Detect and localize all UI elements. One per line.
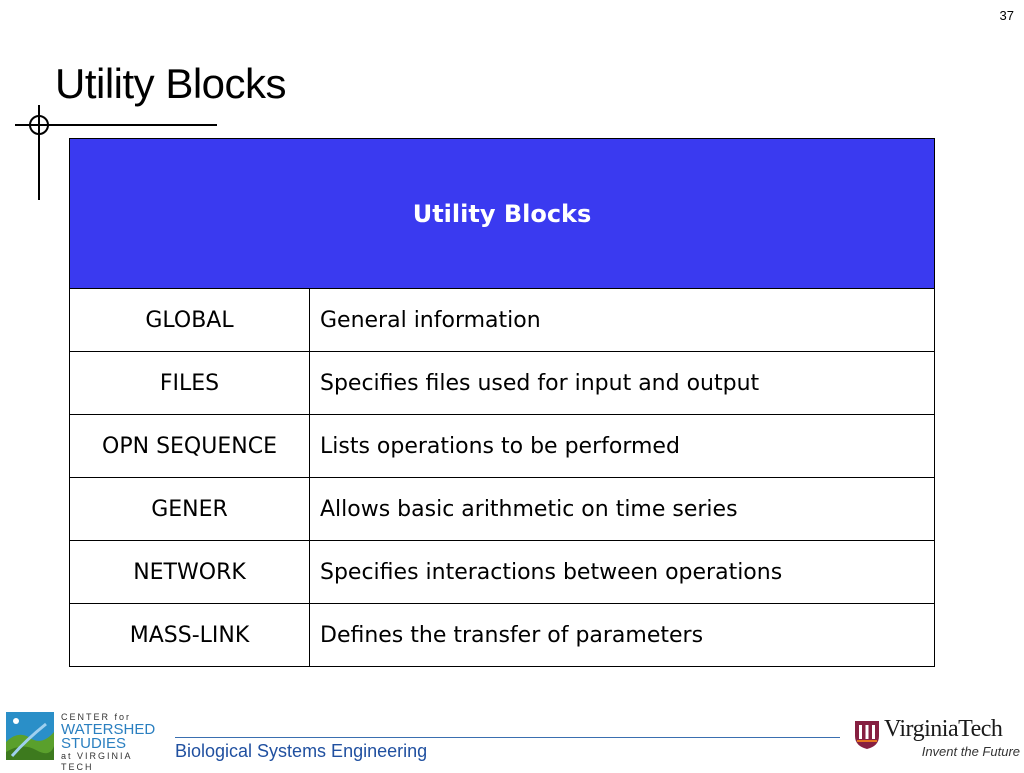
- table-row: OPN SEQUENCE Lists operations to be perf…: [69, 414, 935, 478]
- utility-blocks-table: Utility Blocks GLOBAL General informatio…: [69, 138, 935, 667]
- cws-logo-line1: CENTER for: [61, 712, 132, 722]
- footer-divider: [175, 737, 840, 738]
- page-title: Utility Blocks: [55, 60, 287, 107]
- crosshair-decoration-icon: [15, 105, 217, 200]
- cws-logo-line3: STUDIES: [61, 735, 127, 752]
- block-description: Specifies interactions between operation…: [309, 540, 935, 604]
- table-row: GENER Allows basic arithmetic on time se…: [69, 477, 935, 541]
- block-code: OPN SEQUENCE: [69, 414, 310, 478]
- cws-logo-line4: at VIRGINIA TECH: [61, 751, 133, 772]
- table-header-row: Utility Blocks: [69, 138, 935, 289]
- block-code: MASS-LINK: [69, 603, 310, 667]
- block-code: GENER: [69, 477, 310, 541]
- watershed-landscape-icon: [6, 712, 54, 760]
- cws-logo-line2: WATERSHED: [61, 721, 156, 738]
- table-row: MASS-LINK Defines the transfer of parame…: [69, 603, 935, 667]
- table-row: NETWORK Specifies interactions between o…: [69, 540, 935, 604]
- watershed-center-logo: CENTER for WATERSHED STUDIES at VIRGINIA…: [6, 712, 166, 772]
- table-row: GLOBAL General information: [69, 288, 935, 352]
- vt-shield-icon: [855, 721, 879, 749]
- vt-wordmark: VirginiaTech: [884, 716, 1003, 742]
- block-description: Allows basic arithmetic on time series: [309, 477, 935, 541]
- block-description: Specifies files used for input and outpu…: [309, 351, 935, 415]
- table-header: Utility Blocks: [69, 138, 935, 289]
- block-description: General information: [309, 288, 935, 352]
- virginia-tech-logo: VirginiaTech Invent the Future: [854, 716, 1022, 766]
- slide-number: 37: [999, 8, 1014, 23]
- block-description: Lists operations to be performed: [309, 414, 935, 478]
- block-code: NETWORK: [69, 540, 310, 604]
- block-code: FILES: [69, 351, 310, 415]
- department-name: Biological Systems Engineering: [175, 741, 428, 761]
- table-row: FILES Specifies files used for input and…: [69, 351, 935, 415]
- vt-tagline: Invent the Future: [921, 744, 1020, 759]
- block-description: Defines the transfer of parameters: [309, 603, 935, 667]
- block-code: GLOBAL: [69, 288, 310, 352]
